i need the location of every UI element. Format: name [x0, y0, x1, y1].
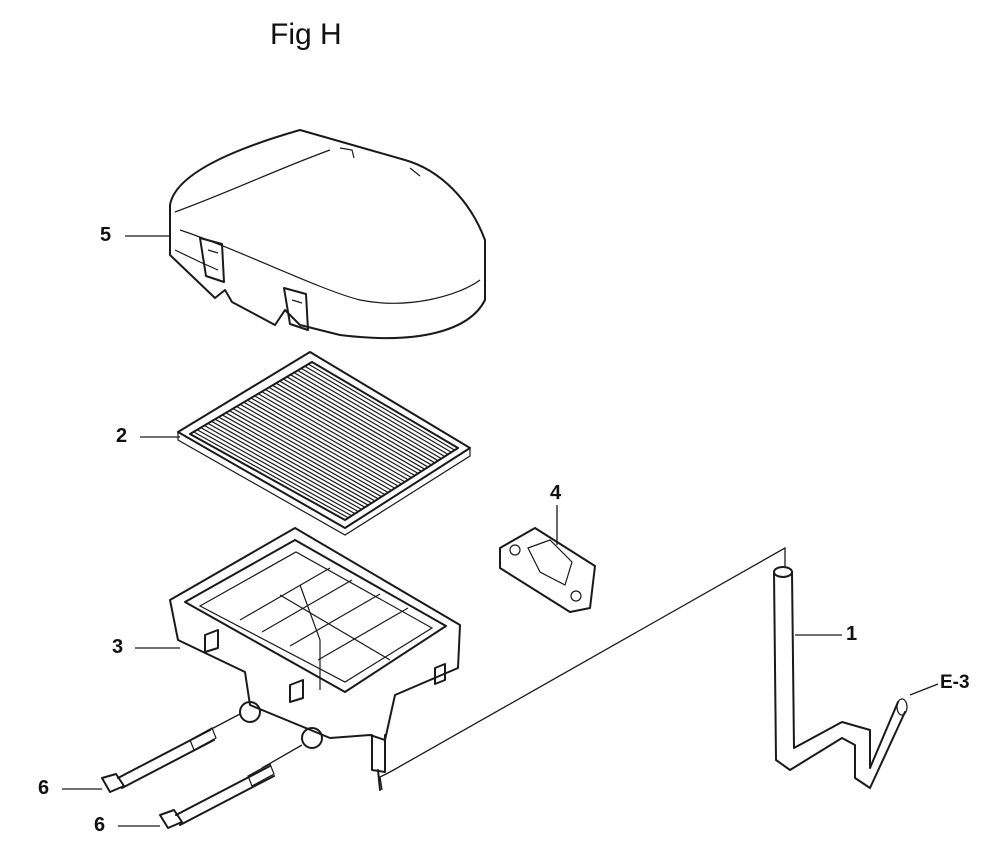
reference-e3: E-3	[940, 672, 970, 693]
gasket	[499, 527, 596, 613]
filter-pleat	[243, 401, 396, 489]
filter-pleat	[196, 429, 352, 517]
breather-tube	[773, 566, 908, 789]
bolt-upper	[101, 727, 217, 793]
filter-pleat	[236, 405, 389, 493]
filter-pleat	[254, 395, 406, 483]
filter-pleat	[308, 363, 455, 451]
leader-lines	[62, 235, 939, 827]
filter-pleat	[275, 382, 426, 470]
filter-pleat	[279, 380, 429, 468]
filter-pleat	[257, 393, 409, 481]
callout-filter: 2	[116, 425, 128, 447]
bolt-lower	[159, 763, 275, 829]
filter-pleat	[200, 427, 356, 515]
filter-pleat	[282, 378, 432, 466]
air-cleaner-cover	[169, 129, 486, 340]
filter-pleat	[268, 386, 419, 474]
filter-pleat	[229, 410, 382, 498]
filter-pleat	[211, 420, 366, 508]
filter-pleat	[214, 418, 369, 506]
filter-pleat	[232, 408, 386, 496]
filter-pleat	[247, 399, 399, 487]
filter-pleat	[204, 425, 359, 513]
filter-pleat	[225, 412, 379, 500]
air-filter-element	[177, 351, 471, 536]
filter-pleat	[293, 372, 442, 460]
filter-pleat	[207, 422, 362, 510]
filter-pleat	[218, 416, 372, 504]
callout-bolt-upper: 6	[38, 777, 50, 799]
filter-pleat	[193, 431, 349, 519]
callout-bolt-lower: 6	[94, 814, 106, 836]
filter-pleat	[286, 376, 436, 464]
filter-pleat	[304, 365, 452, 453]
filter-pleat	[261, 391, 412, 479]
callout-tube: 1	[846, 623, 858, 645]
air-cleaner-case	[169, 527, 461, 791]
callout-cover: 5	[100, 224, 112, 246]
figure-title: Fig H	[270, 18, 342, 51]
callout-gasket: 4	[550, 482, 562, 504]
filter-pleat	[272, 384, 422, 472]
filter-pleat	[250, 397, 402, 485]
filter-pleat	[297, 369, 446, 457]
callout-case: 3	[112, 636, 124, 658]
filter-pleat	[221, 414, 376, 502]
filter-pleat	[300, 367, 449, 455]
filter-pleat	[290, 374, 439, 462]
filter-pleat	[265, 389, 416, 477]
filter-pleat	[239, 403, 392, 491]
